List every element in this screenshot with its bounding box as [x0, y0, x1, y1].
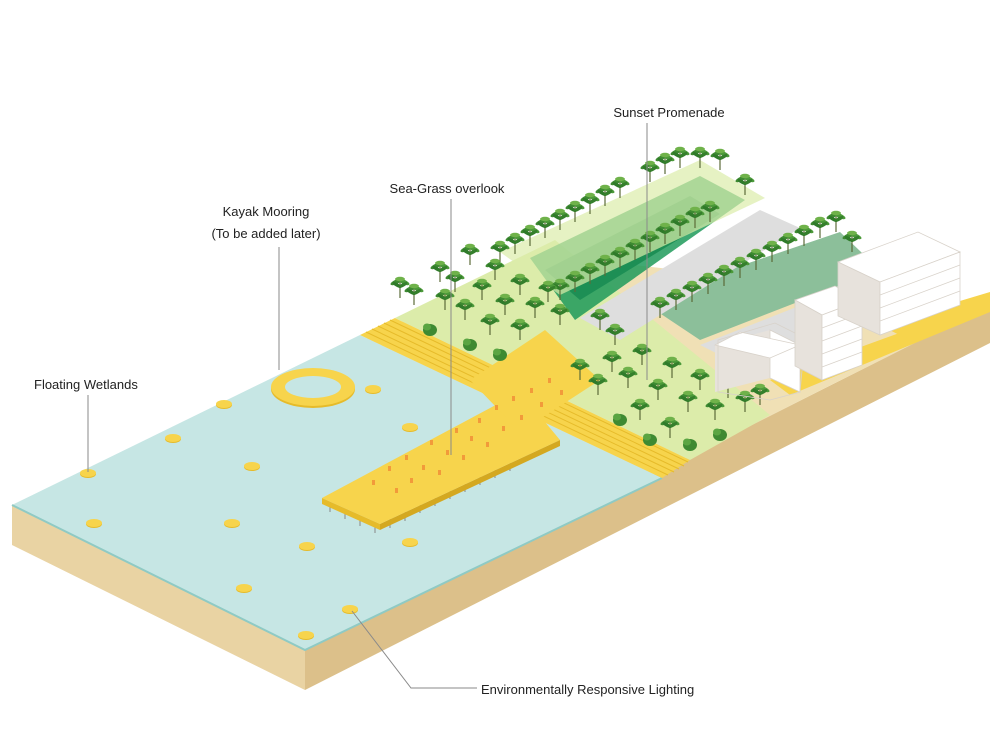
sage-field — [640, 232, 880, 340]
floating-wetlands-label: Floating Wetlands — [34, 377, 138, 392]
wetland-pad — [298, 631, 314, 640]
wetland-pad — [365, 385, 381, 394]
wetland-pad — [236, 584, 252, 593]
pier-landing — [470, 330, 600, 432]
kayak-mooring-note: (To be added later) — [211, 226, 321, 241]
ground-side-left — [12, 505, 305, 690]
lawn-north — [500, 160, 765, 295]
wetland-pad — [224, 519, 240, 528]
leader-lines — [87, 123, 648, 689]
buildings — [713, 231, 962, 401]
ground-side-right — [305, 305, 990, 690]
pier-side-right — [380, 440, 560, 530]
road — [580, 210, 800, 340]
wetland-pad — [165, 434, 181, 443]
sea-grass-overlook-label: Sea-Grass overlook — [389, 181, 505, 196]
building-tall — [836, 231, 962, 336]
lawn-strip — [395, 240, 770, 460]
pier-side — [322, 498, 380, 530]
kayak-mooring-label: Kayak Mooring — [222, 204, 310, 219]
kayak-mooring-ring — [271, 368, 355, 408]
wetland-pad — [216, 400, 232, 409]
wetland-pad — [86, 519, 102, 528]
building-low — [713, 322, 806, 401]
east-plaza — [880, 292, 990, 338]
wetland-pad — [80, 469, 96, 478]
lighting-label: Environmentally Responsive Lighting — [481, 682, 695, 697]
floating-wetlands — [80, 385, 418, 640]
water-edge — [11, 477, 663, 652]
sunset-promenade-label: Sunset Promenade — [613, 105, 725, 120]
sea-grass-lanterns — [372, 378, 563, 493]
wetland-pad — [244, 462, 260, 471]
wetland-pad — [402, 538, 418, 547]
wetland-pad — [342, 605, 358, 614]
wetland-pad — [299, 542, 315, 551]
leader-lighting — [351, 610, 477, 689]
wetland-pad — [402, 423, 418, 432]
sea-grass-overlook-pier — [322, 330, 600, 533]
pier-deck — [322, 392, 560, 524]
